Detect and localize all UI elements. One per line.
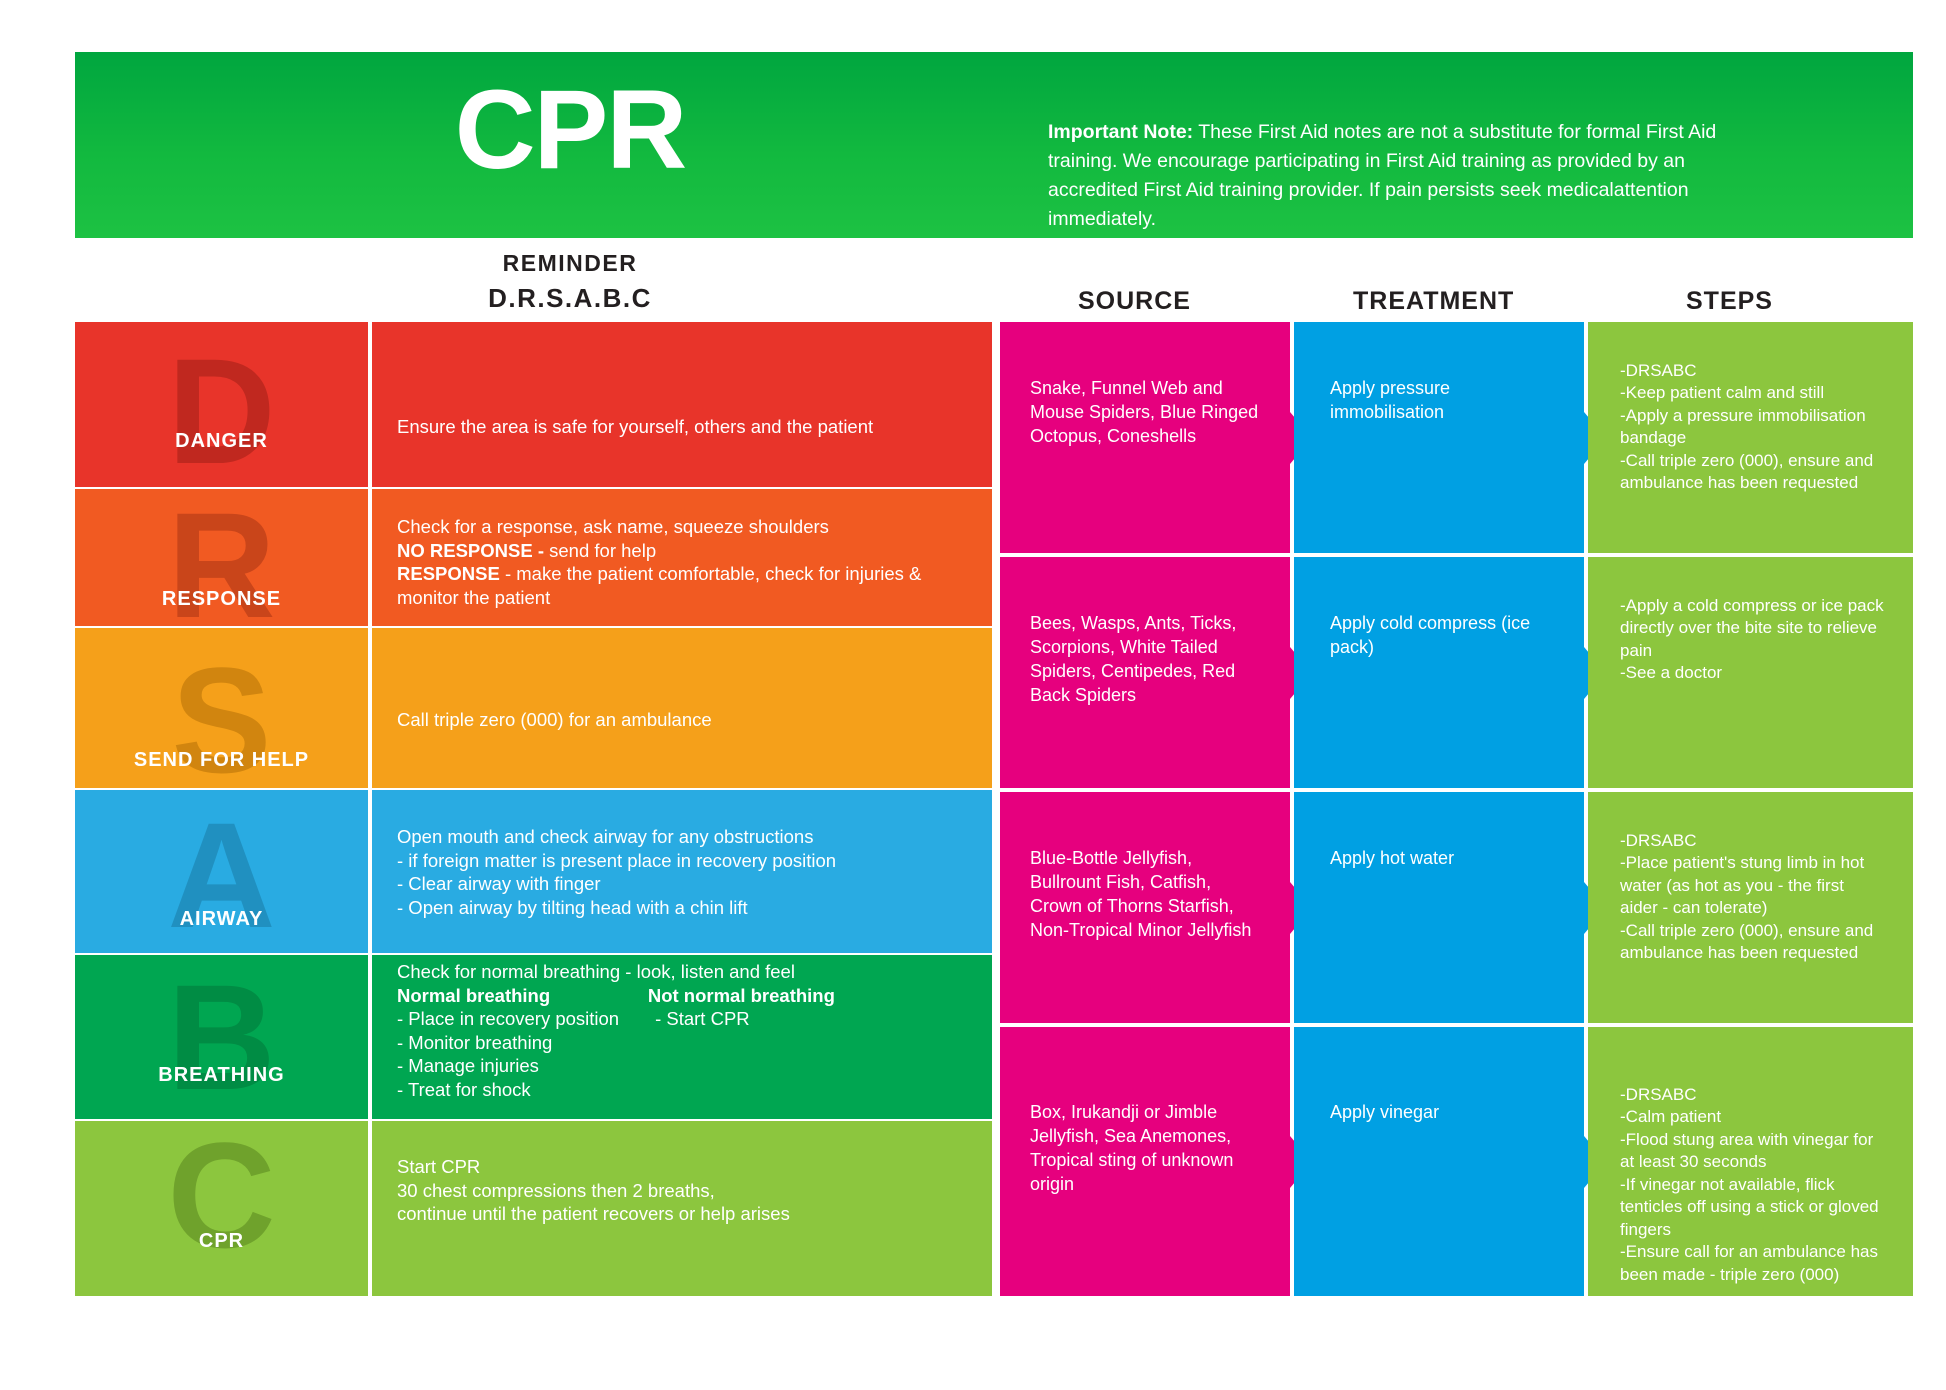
drsabc-text-cell-breathing: Check for normal breathing - look, liste… — [372, 955, 992, 1119]
drsabc-label-airway: AIRWAY — [179, 908, 264, 930]
drsabc-text-breathing: Check for normal breathing - look, liste… — [397, 961, 835, 1100]
treatment-text: Apply hot water — [1330, 847, 1455, 868]
source-cell: Snake, Funnel Web and Mouse Spiders, Blu… — [1000, 322, 1290, 553]
steps-text: -Apply a cold compress or ice pack direc… — [1620, 595, 1884, 683]
drsabc-label-cpr: CPR — [198, 1230, 245, 1252]
treatment-text: Apply vinegar — [1330, 1101, 1440, 1122]
column-header-treatment: TREATMENT — [1353, 287, 1515, 315]
drsabc-text-cell-send-for-help: Call triple zero (000) for an ambulance — [372, 628, 992, 788]
header-band — [75, 52, 1913, 238]
drsabc-label-response: RESPONSE — [161, 588, 282, 610]
drsabc-label-danger: DANGER — [175, 430, 268, 452]
important-note-text: These First Aid notes are not a substitu… — [1048, 121, 1717, 230]
important-note-label: Important Note: — [1048, 121, 1194, 143]
source-text: Blue-Bottle Jellyfish, Bullrount Fish, C… — [1030, 847, 1252, 940]
treatment-text: Apply cold compress (ice pack) — [1330, 612, 1531, 657]
drsabc-text-airway: Open mouth and check airway for any obst… — [397, 826, 837, 918]
treatment-cell: Apply cold compress (ice pack) — [1294, 557, 1584, 788]
treatment-cell: Apply hot water — [1294, 792, 1584, 1023]
drsabc-big-letter-danger: D — [167, 327, 276, 487]
drsabc-label-breathing: BREATHING — [158, 1064, 285, 1086]
steps-cell: -DRSABC -Place patient's stung limb in h… — [1588, 792, 1913, 1023]
treatment-cell: Apply pressure immobilisation — [1294, 322, 1584, 553]
drsabc-big-letter-send-for-help: S — [171, 636, 272, 788]
drsabc-text-cell-airway: Open mouth and check airway for any obst… — [372, 790, 992, 953]
source-cell: Blue-Bottle Jellyfish, Bullrount Fish, C… — [1000, 792, 1290, 1023]
source-cell: Bees, Wasps, Ants, Ticks, Scorpions, Whi… — [1000, 557, 1290, 788]
steps-text: -DRSABC -Keep patient calm and still -Ap… — [1620, 360, 1874, 493]
page-subtitle-drsabc: D.R.S.A.B.C — [488, 283, 652, 313]
page-title: CPR — [454, 67, 687, 192]
column-header-steps: STEPS — [1686, 287, 1773, 315]
drsabc-big-letter-breathing: B — [167, 955, 276, 1119]
drsabc-text-cell-response: Check for a response, ask name, squeeze … — [372, 489, 992, 626]
treatment-cell: Apply vinegar — [1294, 1027, 1584, 1296]
steps-cell: -DRSABC -Keep patient calm and still -Ap… — [1588, 322, 1913, 553]
drsabc-text-send-for-help: Call triple zero (000) for an ambulance — [397, 709, 712, 730]
drsabc-big-letter-response: R — [167, 489, 276, 626]
source-text: Snake, Funnel Web and Mouse Spiders, Blu… — [1030, 377, 1259, 446]
treatment-text: Apply pressure immobilisation — [1330, 377, 1451, 422]
drsabc-text-cell-danger: Ensure the area is safe for yourself, ot… — [372, 322, 992, 487]
important-note: Important Note: These First Aid notes ar… — [1048, 118, 1758, 234]
page-subtitle-reminder: REMINDER — [502, 250, 638, 276]
drsabc-label-send-for-help: SEND FOR HELP — [133, 749, 310, 771]
steps-text: -DRSABC -Calm patient -Flood stung area … — [1620, 1084, 1879, 1284]
drsabc-big-letter-cpr: C — [167, 1121, 276, 1279]
source-cell: Box, Irukandji or Jimble Jellyfish, Sea … — [1000, 1027, 1290, 1296]
column-header-source: SOURCE — [1078, 287, 1191, 315]
source-text: Bees, Wasps, Ants, Ticks, Scorpions, Whi… — [1030, 612, 1237, 705]
drsabc-text-danger: Ensure the area is safe for yourself, ot… — [397, 416, 874, 437]
steps-text: -DRSABC -Place patient's stung limb in h… — [1620, 830, 1874, 963]
source-text: Box, Irukandji or Jimble Jellyfish, Sea … — [1030, 1101, 1234, 1194]
drsabc-big-letter-airway: A — [167, 791, 276, 953]
drsabc-text-response: Check for a response, ask name, squeeze … — [397, 516, 922, 608]
steps-cell: -Apply a cold compress or ice pack direc… — [1588, 557, 1913, 788]
steps-cell: -DRSABC -Calm patient -Flood stung area … — [1588, 1027, 1913, 1296]
